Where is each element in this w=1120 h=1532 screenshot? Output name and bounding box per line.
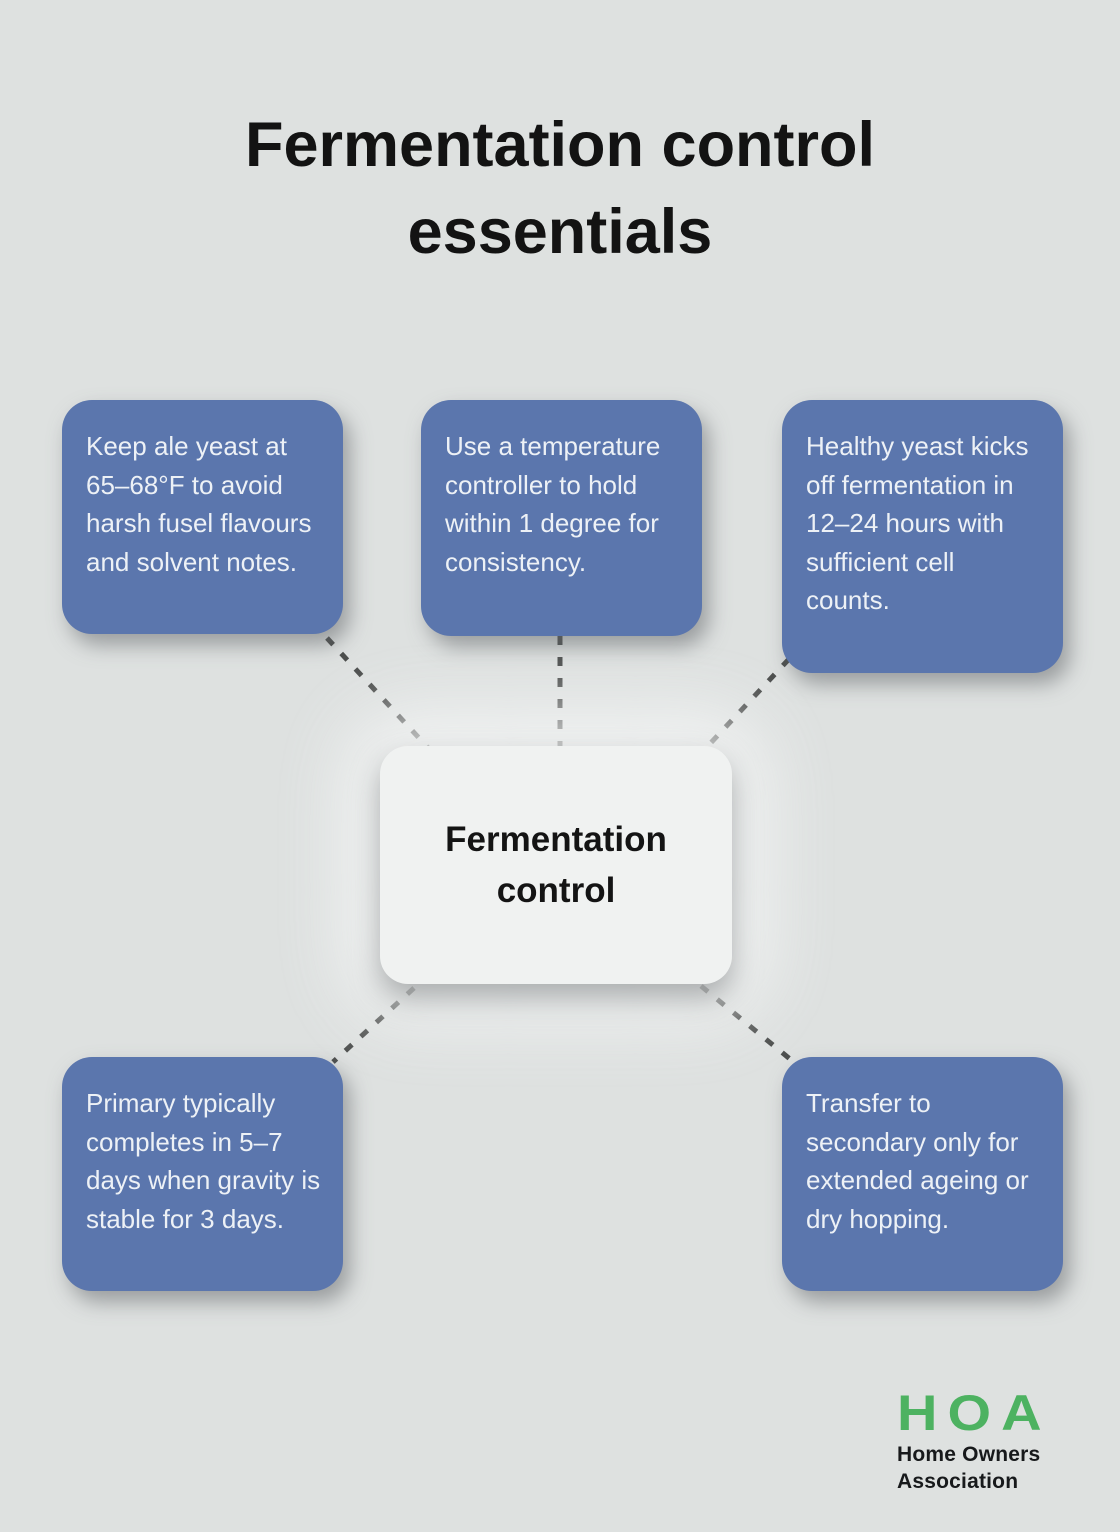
- node-top-left-text: Keep ale yeast at 65–68°F to avoid harsh…: [86, 431, 312, 577]
- connector-bottom-right: [699, 984, 792, 1061]
- node-top-right-text: Healthy yeast kicks off fermentation in …: [806, 431, 1029, 615]
- center-node-label: Fermentation control: [445, 820, 667, 910]
- connector-top-left: [325, 636, 432, 752]
- connector-top-right: [704, 657, 791, 750]
- hoa-logo-name-line1: Home Owners: [897, 1443, 1041, 1466]
- node-top-right: Healthy yeast kicks off fermentation in …: [782, 400, 1063, 673]
- page-title: Fermentation control essentials: [244, 110, 876, 267]
- node-bottom-right-text: Transfer to secondary only for extended …: [806, 1088, 1029, 1234]
- node-bottom-right: Transfer to secondary only for extended …: [782, 1057, 1063, 1291]
- node-top-middle-text: Use a temperature controller to hold wit…: [445, 431, 661, 577]
- node-top-middle: Use a temperature controller to hold wit…: [421, 400, 702, 636]
- hoa-logo-name: Home Owners Association: [897, 1441, 1040, 1495]
- hoa-logo-acronym: HOA: [897, 1385, 1052, 1441]
- node-bottom-left: Primary typically completes in 5–7 days …: [62, 1057, 343, 1291]
- hoa-logo-name-line2: Association: [897, 1470, 1019, 1493]
- node-bottom-left-text: Primary typically completes in 5–7 days …: [86, 1088, 321, 1234]
- connector-bottom-left: [331, 986, 416, 1064]
- hoa-logo: HOA Home Owners Association: [897, 1388, 1042, 1495]
- center-node: Fermentation control: [380, 746, 732, 984]
- node-top-left: Keep ale yeast at 65–68°F to avoid harsh…: [62, 400, 343, 634]
